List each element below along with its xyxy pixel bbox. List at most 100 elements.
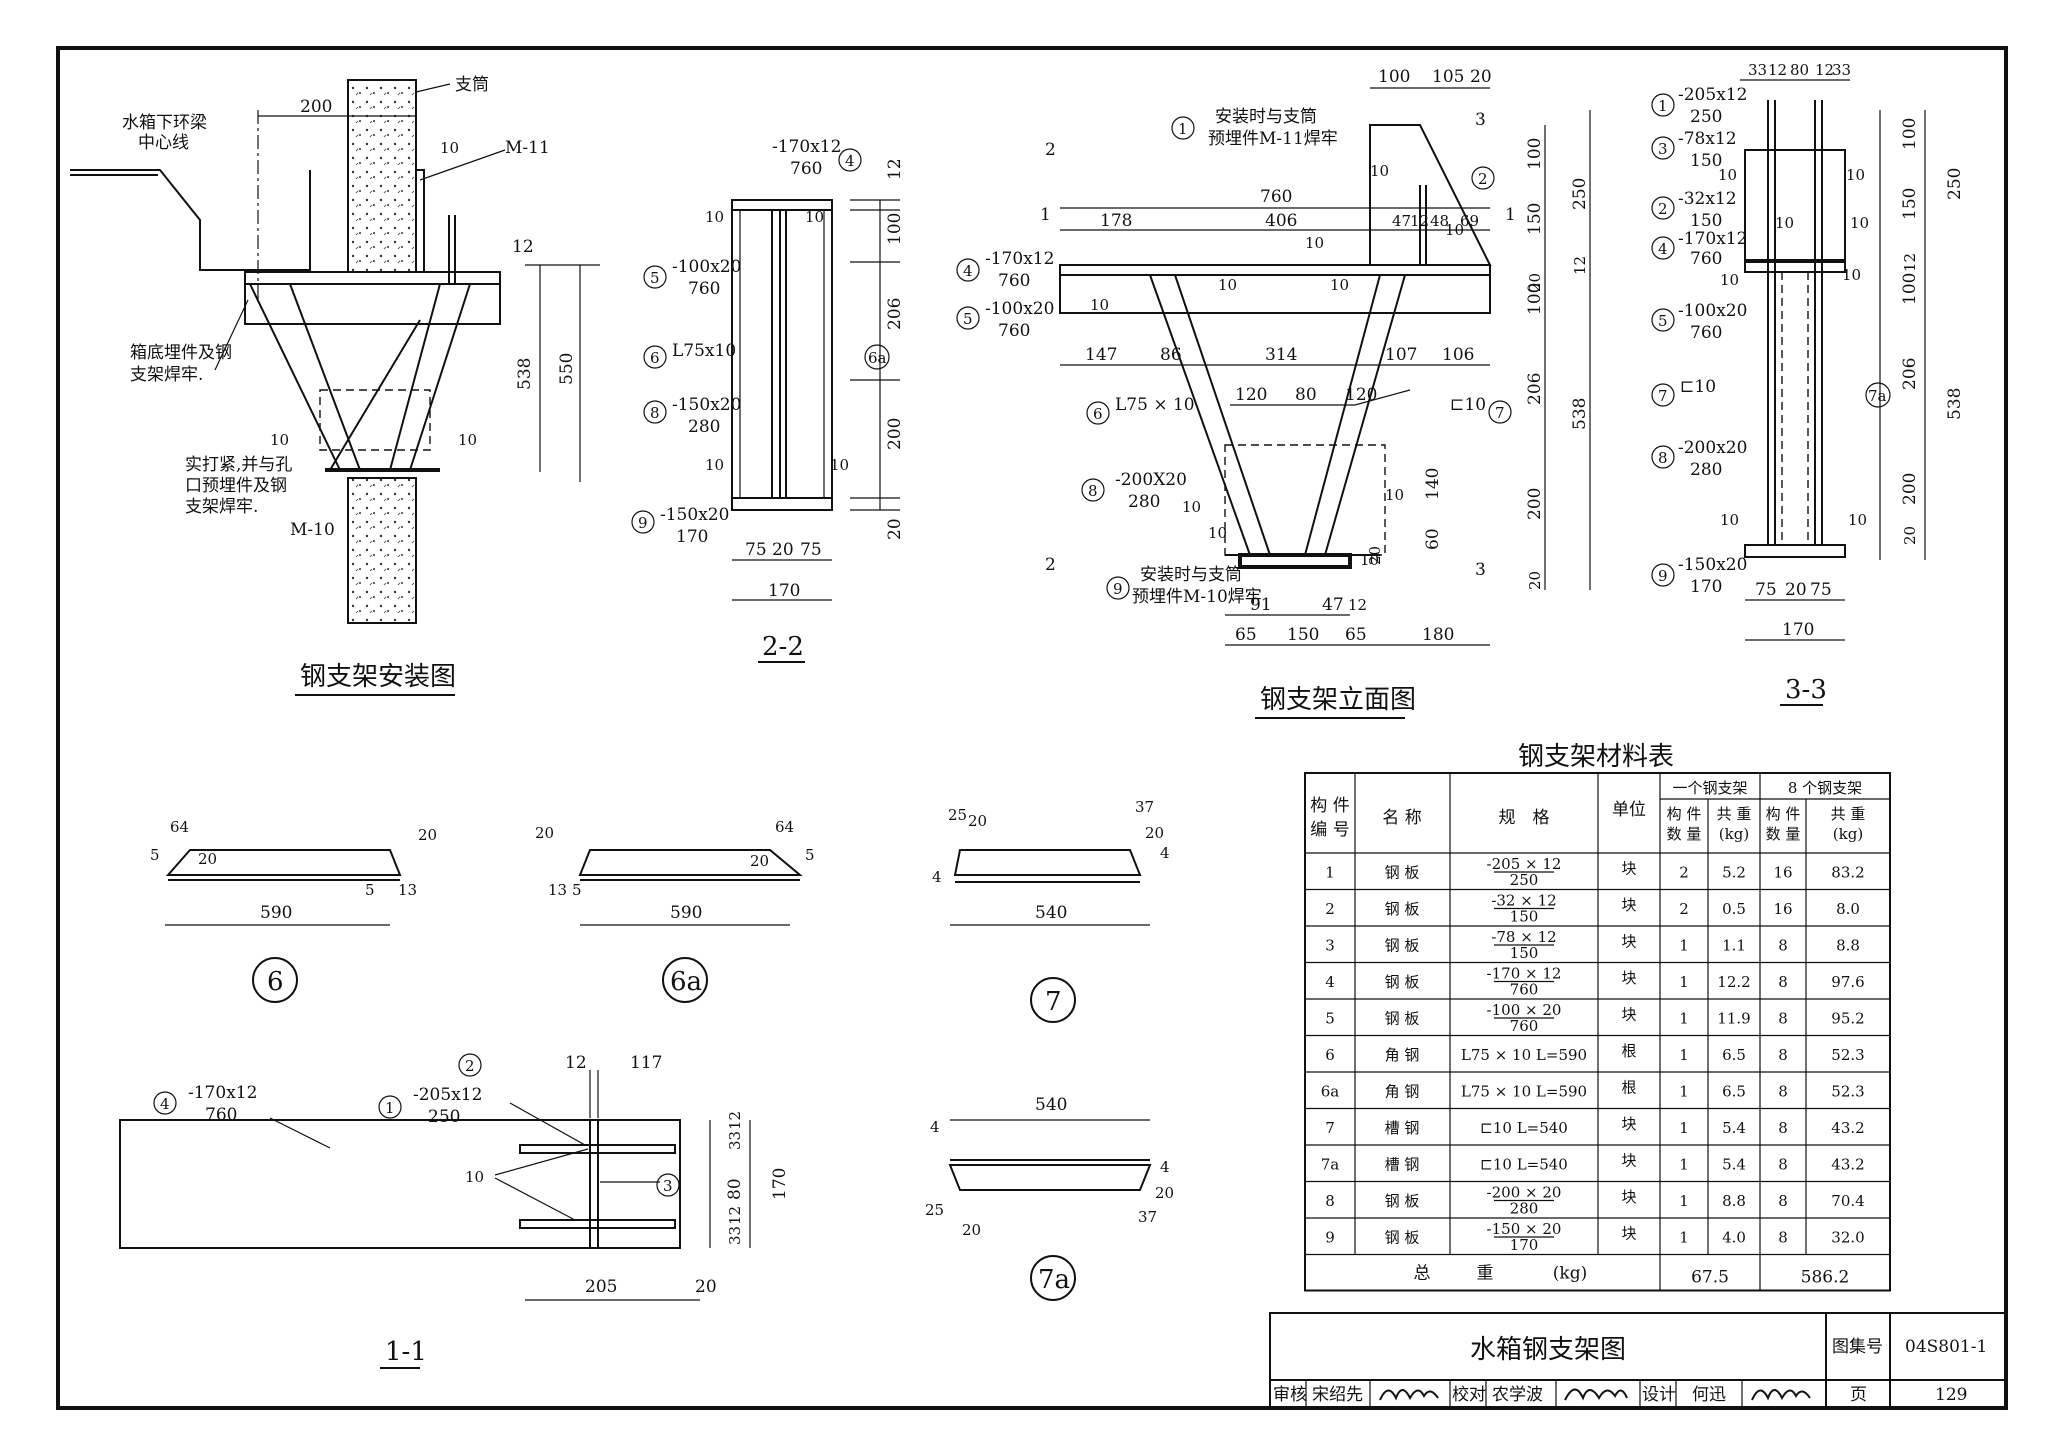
row-w8: 52.3 <box>1831 1046 1864 1064</box>
weld-10-a: 10 <box>440 139 459 157</box>
row-w8: 8.8 <box>1836 936 1860 954</box>
th-q1-2: 数 量 <box>1667 825 1702 843</box>
row-q1: 1 <box>1679 1082 1689 1100</box>
s33-title: 3-3 <box>1785 675 1827 705</box>
s33-part-7a: 7a <box>1868 387 1887 405</box>
elev-dim-147: 147 <box>1085 345 1117 365</box>
s22-dim-100: 100 <box>885 213 905 245</box>
s22-spec-5b: 760 <box>688 279 720 299</box>
row-w1: 1.1 <box>1722 936 1746 954</box>
elev-dim-86: 86 <box>1160 345 1182 365</box>
s11-dim-80: 80 <box>725 1178 745 1200</box>
elev-r-200: 200 <box>1525 488 1545 520</box>
elev-sec-mark-3: 3 <box>1475 110 1486 130</box>
d6a-dim-13: 13 <box>548 881 567 899</box>
elev-part-9: 9 <box>1113 580 1123 598</box>
s11-spec-1b: 250 <box>428 1107 460 1127</box>
label-weld-2: 支架焊牢. <box>130 365 203 385</box>
row-name: 钢 板 <box>1385 1228 1420 1246</box>
detail-7: 25 20 37 20 4 4 540 7 <box>932 798 1170 1023</box>
s22-dim-12: 12 <box>885 158 905 180</box>
d7-dim-25: 25 <box>948 806 967 824</box>
row-q1: 1 <box>1679 1228 1689 1246</box>
row-name: 钢 板 <box>1385 900 1420 918</box>
s33-spec-9b: 170 <box>1690 577 1722 597</box>
install-view: 200 12 538 550 水箱下环梁 中心线 支筒 M-11 M-10 箱底… <box>70 75 600 696</box>
th-w8-2: (kg) <box>1833 825 1863 843</box>
row-w8: 95.2 <box>1831 1009 1864 1027</box>
row-no: 1 <box>1325 863 1335 881</box>
row-w1: 5.4 <box>1722 1155 1746 1173</box>
row-unit: 块 <box>1621 896 1636 914</box>
elev-dim-120a: 120 <box>1235 385 1267 405</box>
row-w1: 5.2 <box>1722 863 1746 881</box>
row-q8: 8 <box>1778 1046 1788 1064</box>
elev-weld-4: 10 <box>1218 276 1237 294</box>
row-no: 2 <box>1325 900 1335 918</box>
row-q1: 2 <box>1679 863 1689 881</box>
s33-top-12a: 12 <box>1768 61 1787 79</box>
s33-part-8: 8 <box>1658 449 1668 467</box>
elev-dim-65b: 65 <box>1345 625 1367 645</box>
row-spec-b: 760 <box>1510 981 1539 999</box>
row-spec-a: -205 × 12 <box>1487 855 1562 873</box>
label-m10: M-10 <box>290 520 335 540</box>
elev-sec-mark-4: 2 <box>1045 555 1056 575</box>
s22-part-9: 9 <box>638 514 648 532</box>
label-beam-1: 水箱下环梁 <box>122 113 207 133</box>
row-q8: 8 <box>1778 1009 1788 1027</box>
elev-weld-7: 10 <box>1208 524 1227 542</box>
row-w1: 6.5 <box>1722 1082 1746 1100</box>
row-q1: 2 <box>1679 900 1689 918</box>
th-q1-1: 构 件 <box>1667 805 1702 823</box>
s22-dim-20: 20 <box>772 540 794 560</box>
elev-note9-b: 预埋件M-10焊牢 <box>1132 587 1262 607</box>
elev-dim-314: 314 <box>1265 345 1297 365</box>
check-signature <box>1564 1388 1628 1401</box>
d6-label: 6 <box>267 967 284 997</box>
review-signature <box>1379 1389 1439 1401</box>
elev-r-538: 538 <box>1570 398 1590 430</box>
elev-spec-7: ⊏10 <box>1450 395 1486 415</box>
elevation-view: 2 1 3 2 1 3 100 105 20 760 178 406 47 12… <box>956 67 1591 719</box>
row-q8: 8 <box>1778 1155 1788 1173</box>
total-one: 67.5 <box>1691 1268 1729 1288</box>
elev-dim-180: 180 <box>1422 625 1454 645</box>
row-no: 3 <box>1325 936 1335 954</box>
elev-weld-10: 10 <box>1360 551 1379 569</box>
s33-spec-3b: 150 <box>1690 151 1722 171</box>
elev-title: 钢支架立面图 <box>1260 685 1416 715</box>
s11-mark-1: 1 <box>385 1099 395 1117</box>
s33-r-150: 150 <box>1900 188 1920 220</box>
s33-r-538: 538 <box>1945 388 1965 420</box>
s33-spec-8b: 280 <box>1690 460 1722 480</box>
s11-dim-33b: 33 <box>726 1226 744 1245</box>
th-group2: 8 个钢支架 <box>1788 779 1862 797</box>
s11-dim-12b: 12 <box>726 1111 744 1130</box>
s33-spec-2a: -32x12 <box>1678 189 1737 209</box>
label-fill-1: 实打紧,并与孔 <box>185 455 292 475</box>
s33-weld-1: 10 <box>1718 166 1737 184</box>
dim-538: 538 <box>515 358 535 390</box>
s22-spec-8a: -150x20 <box>672 395 741 415</box>
elev-dim-47: 47 <box>1392 212 1411 230</box>
s22-weld-1: 10 <box>705 208 724 226</box>
s11-weld-10: 10 <box>465 1168 484 1186</box>
d7a-dim-20a: 20 <box>962 1221 981 1239</box>
d7a-dim-4b: 4 <box>1160 1158 1170 1176</box>
s33-part-3: 3 <box>1658 140 1668 158</box>
row-q8: 8 <box>1778 936 1788 954</box>
elev-r-20: 20 <box>1526 273 1544 292</box>
th-w1-2: (kg) <box>1719 825 1749 843</box>
total-label-2: 重 <box>1477 1264 1494 1284</box>
d6-dim-5: 5 <box>150 846 160 864</box>
row-unit: 块 <box>1621 859 1636 877</box>
elev-spec-5a: -100x20 <box>985 299 1054 319</box>
s11-mark-3: 3 <box>663 1177 673 1195</box>
s33-weld-4: 10 <box>1850 214 1869 232</box>
s33-weld-8: 10 <box>1848 511 1867 529</box>
d6-dim-13: 13 <box>398 881 417 899</box>
row-name: 钢 板 <box>1385 936 1420 954</box>
label-weld-1: 箱底埋件及钢 <box>130 343 232 363</box>
d6-dim-590: 590 <box>260 903 292 923</box>
